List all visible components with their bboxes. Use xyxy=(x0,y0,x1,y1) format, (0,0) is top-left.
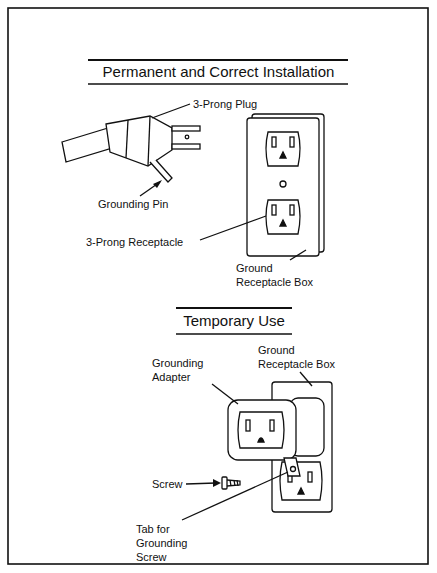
plug-drawing xyxy=(62,116,200,182)
heading-rule xyxy=(88,83,348,84)
leader-line xyxy=(186,483,216,484)
leader-line xyxy=(182,472,288,520)
part-label: 3-Prong Receptacle xyxy=(86,235,201,249)
heading-rule xyxy=(176,333,292,334)
leader-line xyxy=(200,216,266,240)
part-label: Ground Receptacle Box xyxy=(236,261,316,289)
section-heading: Temporary Use xyxy=(118,312,350,330)
screw-drawing xyxy=(222,477,240,489)
part-label: Grounding Pin xyxy=(98,197,188,211)
part-label: Tab for Grounding Screw xyxy=(136,522,216,564)
arrowhead xyxy=(153,180,162,188)
frame xyxy=(8,8,428,564)
leader-line xyxy=(290,250,306,260)
heading-rule xyxy=(88,59,348,61)
part-label: Grounding Adapter xyxy=(152,356,222,384)
leader-line xyxy=(300,372,312,386)
heading-rule xyxy=(176,307,292,309)
part-label: 3-Prong Plug xyxy=(193,97,283,111)
section-heading: Permanent and Correct Installation xyxy=(50,63,387,81)
part-label: Ground Receptacle Box xyxy=(258,343,338,371)
arrowhead xyxy=(213,479,221,487)
leader-line xyxy=(212,384,238,404)
adapter-drawing xyxy=(222,382,332,512)
leader-line xyxy=(152,104,190,118)
part-label: Screw xyxy=(152,477,192,491)
receptacle-drawing xyxy=(247,114,324,256)
